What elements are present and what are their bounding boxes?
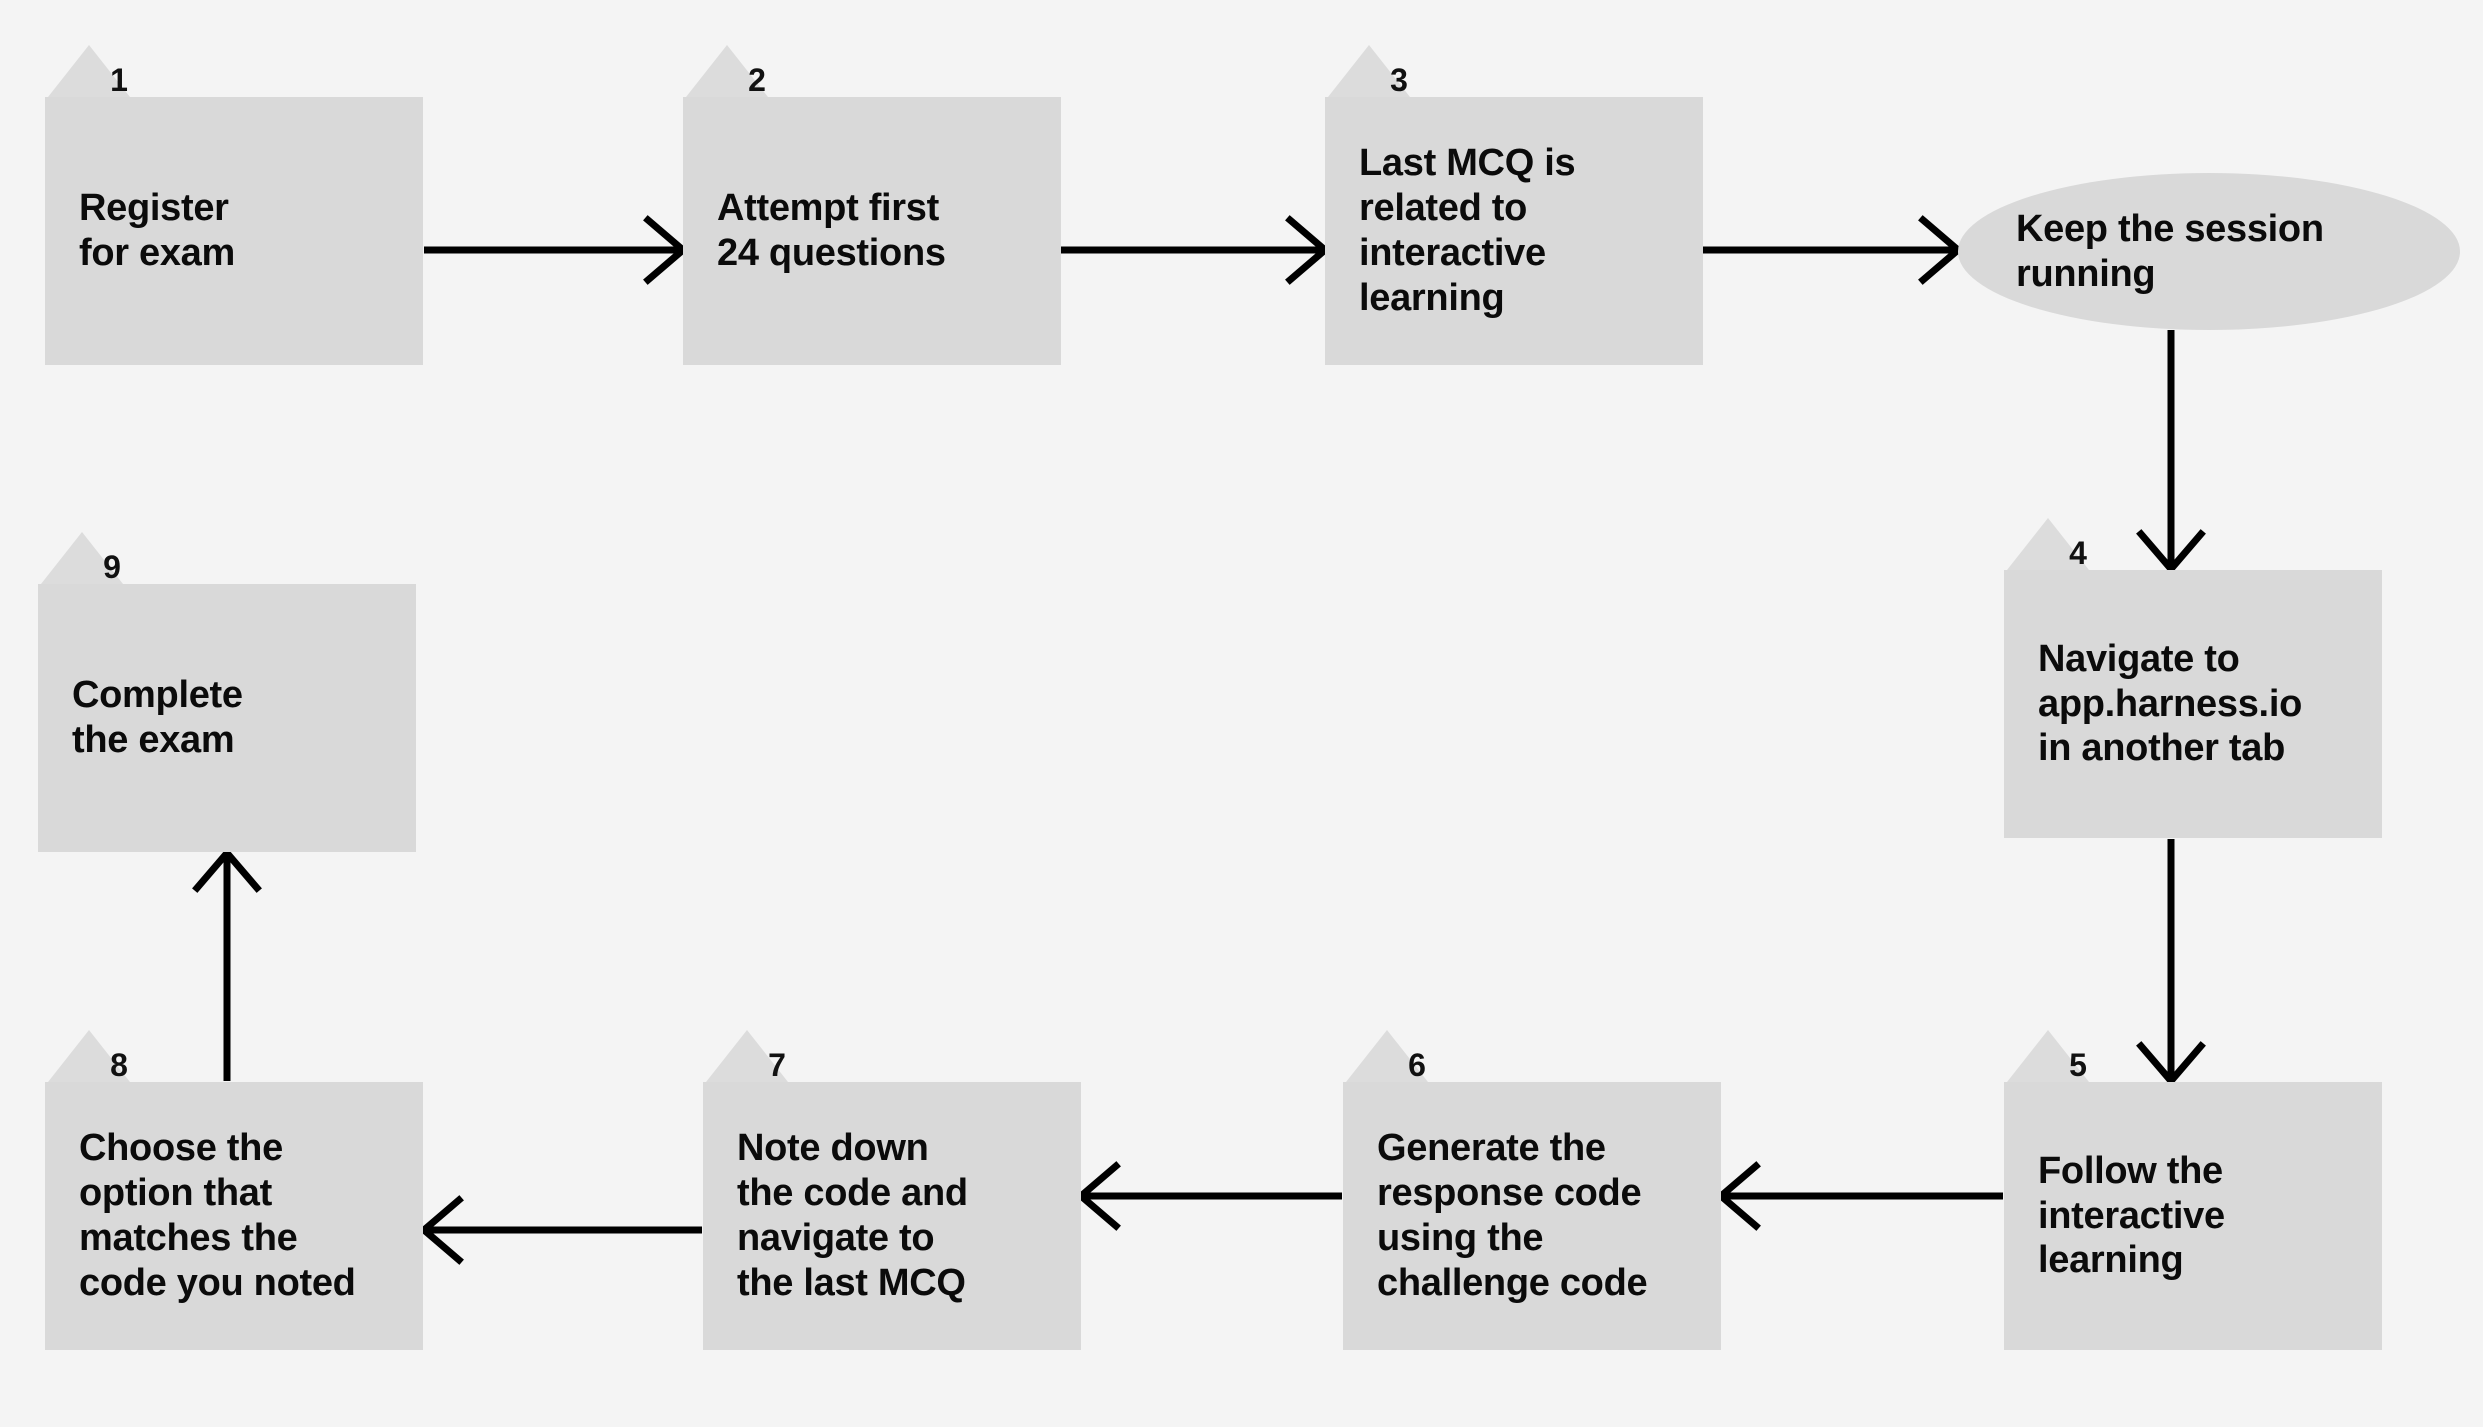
node-label: Keep the session running bbox=[2016, 207, 2324, 295]
node-register-for-exam[interactable]: Register for exam bbox=[45, 97, 423, 365]
edge-register-to-attempt bbox=[424, 215, 689, 285]
edge-generate-to-notedown bbox=[1075, 1161, 1342, 1231]
edge-lastmcq-to-keepsession bbox=[1703, 215, 1964, 285]
node-navigate-to-app-harness-io[interactable]: Navigate to app.harness.io in another ta… bbox=[2004, 570, 2382, 838]
node-label: Complete the exam bbox=[72, 674, 243, 761]
step-badge-number: 9 bbox=[103, 549, 121, 585]
node-keep-the-session-running[interactable]: Keep the session running bbox=[1958, 173, 2460, 330]
node-label: Generate the response code using the cha… bbox=[1377, 1127, 1648, 1304]
node-follow-the-interactive-learning[interactable]: Follow the interactive learning bbox=[2004, 1082, 2382, 1350]
edge-notedown-to-choose bbox=[418, 1195, 702, 1265]
step-badge-number: 7 bbox=[768, 1047, 786, 1083]
step-badge-6: 6 bbox=[1346, 1030, 1428, 1082]
node-note-down-the-code[interactable]: Note down the code and navigate to the l… bbox=[703, 1082, 1081, 1350]
step-badge-number: 1 bbox=[110, 62, 128, 98]
step-badge-8: 8 bbox=[48, 1030, 130, 1082]
node-choose-matching-option[interactable]: Choose the option that matches the code … bbox=[45, 1082, 423, 1350]
node-label: Register for exam bbox=[79, 187, 236, 274]
step-badge-number: 4 bbox=[2069, 535, 2087, 571]
step-badge-7: 7 bbox=[706, 1030, 788, 1082]
node-label: Follow the interactive learning bbox=[2038, 1149, 2225, 1282]
edge-keepsession-to-navigate bbox=[2136, 330, 2206, 575]
step-badge-9: 9 bbox=[41, 532, 123, 584]
node-label: Navigate to app.harness.io in another ta… bbox=[2038, 637, 2302, 770]
node-label: Attempt first 24 questions bbox=[717, 187, 946, 274]
node-label: Last MCQ is related to interactive learn… bbox=[1359, 142, 1576, 319]
edge-choose-to-complete bbox=[192, 847, 262, 1081]
step-badge-4: 4 bbox=[2007, 518, 2089, 570]
node-label: Choose the option that matches the code … bbox=[79, 1127, 356, 1304]
step-badge-1: 1 bbox=[48, 45, 130, 97]
node-label: Note down the code and navigate to the l… bbox=[737, 1127, 968, 1304]
step-badge-5: 5 bbox=[2007, 1030, 2089, 1082]
node-complete-the-exam[interactable]: Complete the exam bbox=[38, 584, 416, 852]
node-attempt-first-24-questions[interactable]: Attempt first 24 questions bbox=[683, 97, 1061, 365]
node-last-mcq-interactive-learning[interactable]: Last MCQ is related to interactive learn… bbox=[1325, 97, 1703, 365]
edge-attempt-to-lastmcq bbox=[1061, 215, 1331, 285]
edge-follow-to-generate bbox=[1715, 1161, 2003, 1231]
step-badge-number: 3 bbox=[1390, 62, 1408, 98]
step-badge-3: 3 bbox=[1328, 45, 1410, 97]
step-badge-number: 8 bbox=[110, 1047, 128, 1083]
step-badge-number: 2 bbox=[748, 62, 766, 98]
edge-navigate-to-follow bbox=[2136, 839, 2206, 1087]
step-badge-number: 6 bbox=[1408, 1047, 1426, 1083]
step-badge-number: 5 bbox=[2069, 1047, 2087, 1083]
node-generate-response-code[interactable]: Generate the response code using the cha… bbox=[1343, 1082, 1721, 1350]
step-badge-2: 2 bbox=[686, 45, 768, 97]
